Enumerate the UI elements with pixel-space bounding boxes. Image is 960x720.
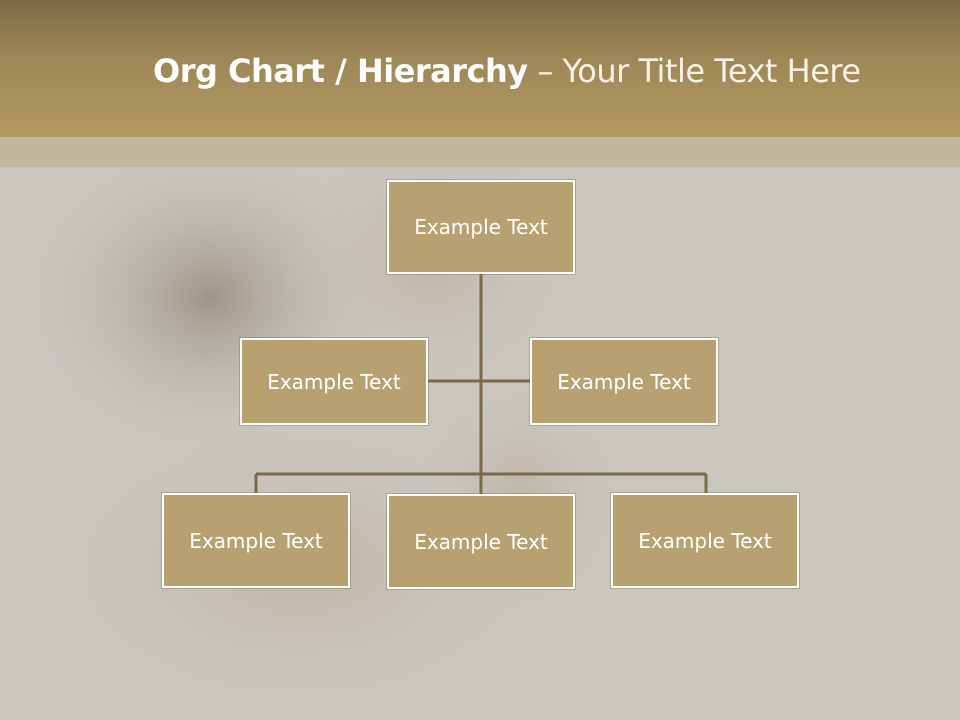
title-rest: Your Title Text Here	[562, 52, 862, 90]
title-bold: Org Chart / Hierarchy	[153, 52, 528, 90]
node-assistant-right[interactable]: Example Text	[530, 338, 718, 425]
header-accent-band	[0, 137, 960, 167]
node-child-3[interactable]: Example Text	[611, 493, 799, 588]
node-child-2[interactable]: Example Text	[387, 494, 575, 589]
node-assistant-left[interactable]: Example Text	[240, 338, 428, 425]
page-title: Org Chart / Hierarchy – Your Title Text …	[153, 52, 861, 100]
header-bar	[0, 0, 960, 137]
node-root[interactable]: Example Text	[387, 180, 575, 274]
node-child-1[interactable]: Example Text	[162, 493, 350, 588]
title-dash: –	[527, 52, 563, 90]
